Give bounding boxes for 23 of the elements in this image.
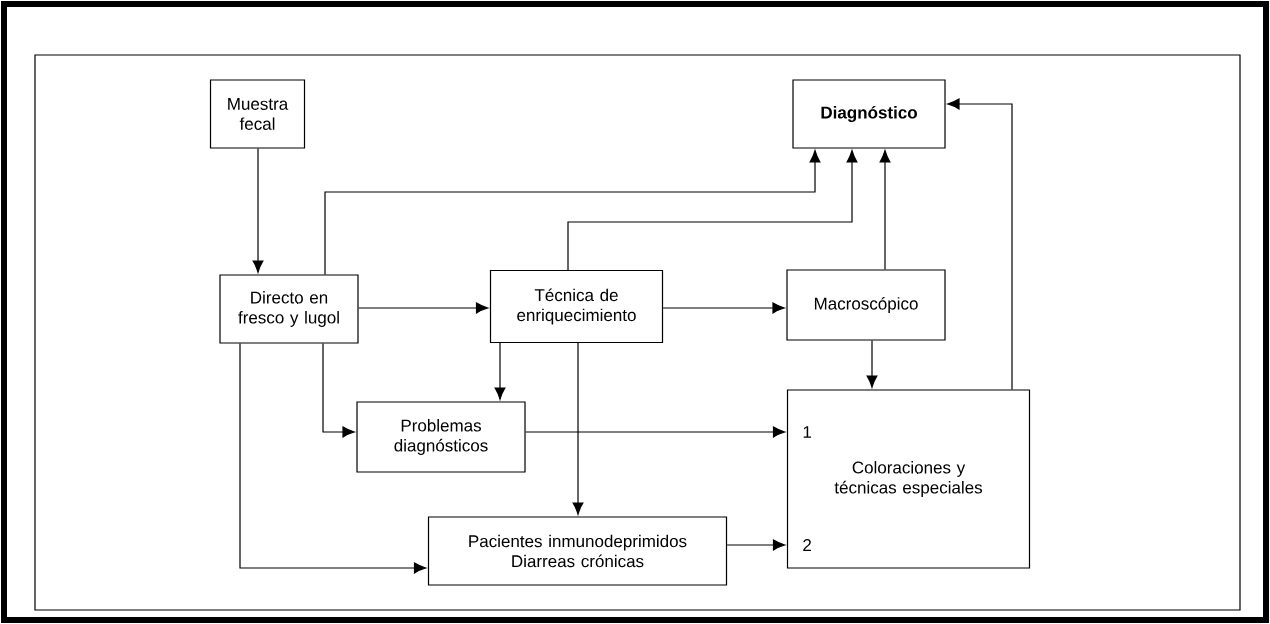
port-number: 2: [803, 539, 811, 551]
process-box: Pacientes inmunodeprimidos Diarreas crónicas: [427, 516, 728, 586]
arrow: [879, 150, 891, 270]
arrow: [866, 340, 878, 388]
arrow: [726, 539, 786, 551]
arrow: [525, 426, 786, 438]
port-number: 1: [803, 426, 812, 438]
arrow: [252, 148, 264, 273]
arrow: [322, 343, 355, 438]
process-box: Problemas diagnósticos: [356, 401, 526, 473]
arrow: [324, 150, 821, 275]
arrow: [572, 342, 584, 515]
process-box: Directo en fresco y lugol: [219, 274, 359, 344]
arrow: [662, 302, 785, 314]
arrow: [358, 302, 489, 314]
process-box: Técnica de enriquecimiento: [489, 269, 664, 344]
process-box: Muestra fecal: [209, 79, 306, 149]
process-box: Macroscópico: [786, 269, 946, 341]
arrow: [947, 98, 1013, 390]
arrow: [239, 343, 427, 574]
process-box: Diagnóstico: [792, 79, 946, 149]
arrow: [494, 342, 506, 400]
arrow: [567, 150, 858, 271]
